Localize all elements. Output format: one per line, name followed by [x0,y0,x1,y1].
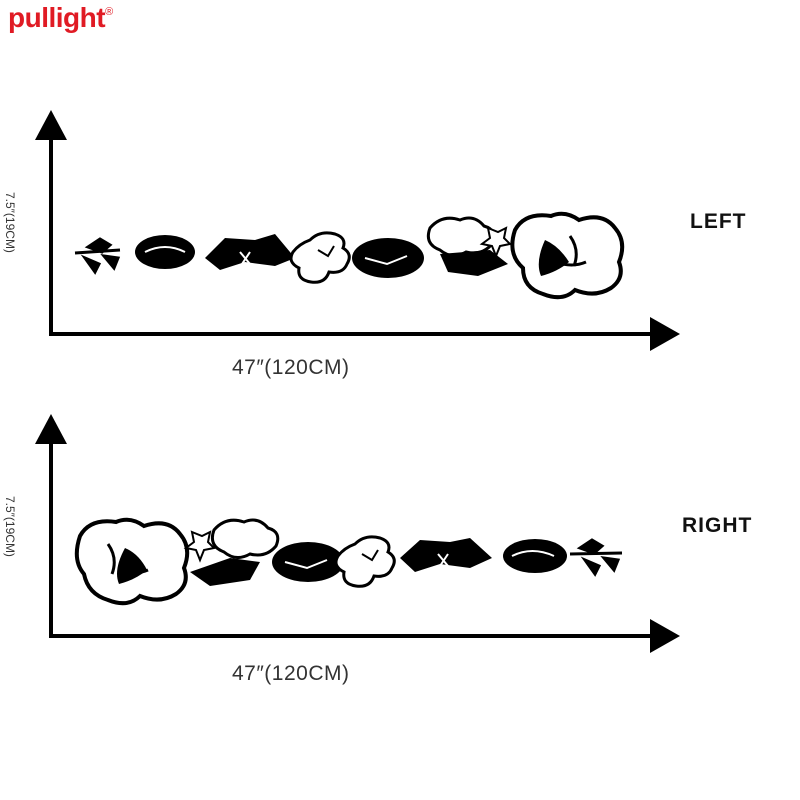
brand-logo: pullight® [8,2,113,34]
hibiscus-flower-vine-icon [74,517,623,606]
dimension-diagram-right [35,414,680,653]
brand-registered-mark: ® [105,6,113,18]
width-dimension-label: 47″(120CM) [232,662,350,685]
arrow-head-icon [35,414,67,444]
height-dimension-label: 7.5″(19CM) [3,496,17,557]
arrow-head-icon [650,619,680,653]
decal-panel-right: RIGHT 47″(120CM) 7.5″(19CM) [0,300,800,685]
hibiscus-flower-vine-icon [74,211,625,300]
dimension-diagram-left [35,110,680,351]
width-dimension-label: 47″(120CM) [232,356,350,379]
arrow-head-icon [35,110,67,140]
brand-name: pullight [8,2,106,33]
height-dimension-label: 7.5″(19CM) [3,192,17,253]
side-label: RIGHT [682,514,753,537]
arrow-head-icon [650,317,680,351]
side-label: LEFT [690,210,747,233]
decal-panel-left: LEFT 47″(120CM) 7.5″(19CM) [0,0,800,379]
